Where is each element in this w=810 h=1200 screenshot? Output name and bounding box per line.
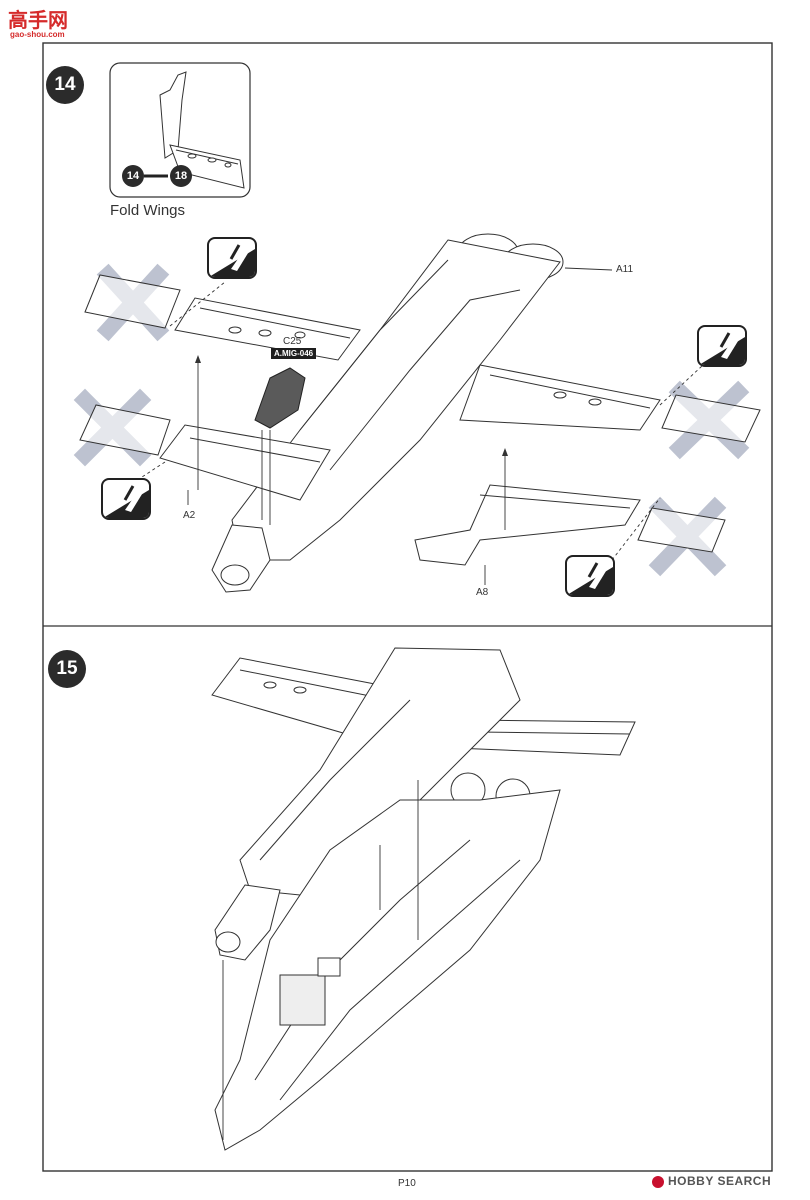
hobby-search-logo-icon xyxy=(652,1176,664,1188)
paint-code-tag: A.MIG-046 xyxy=(271,348,317,359)
aircraft-underside-view xyxy=(211,647,636,1151)
step-15-number: 15 xyxy=(48,650,86,688)
hobby-search-brand: HOBBY SEARCH xyxy=(668,1174,772,1188)
arrow-head xyxy=(502,448,508,456)
canopy-part xyxy=(254,367,306,429)
cut-symbol-icon xyxy=(565,555,615,597)
cut-symbol-icon xyxy=(207,237,257,279)
folded-wing-drawing xyxy=(159,71,245,189)
inset-step-from: 14 xyxy=(122,165,144,187)
assembly-guide-lines xyxy=(187,267,613,585)
part-label-a2: A2 xyxy=(183,510,196,521)
cut-symbol-icon xyxy=(697,325,747,367)
arrow-head xyxy=(195,355,201,363)
step15-guide-lines xyxy=(222,780,419,1140)
part-label-a11: A11 xyxy=(616,264,634,275)
watermark-logo: 高手网 xyxy=(8,4,68,33)
page-frame xyxy=(42,42,773,1172)
fold-wings-caption: Fold Wings xyxy=(110,202,186,219)
watermark-url: gao-shou.com xyxy=(10,30,65,39)
aircraft-top-view xyxy=(159,233,661,593)
page-number: P10 xyxy=(398,1178,416,1189)
part-label-a8: A8 xyxy=(476,587,489,598)
inset-step-to: 18 xyxy=(170,165,192,187)
step-14-number: 14 xyxy=(46,66,84,104)
cut-symbol-icon xyxy=(101,478,151,520)
removed-wingtips xyxy=(73,263,761,577)
watermark-site-name: 高手网 xyxy=(8,10,68,32)
part-label-c25: C25 xyxy=(283,336,302,347)
